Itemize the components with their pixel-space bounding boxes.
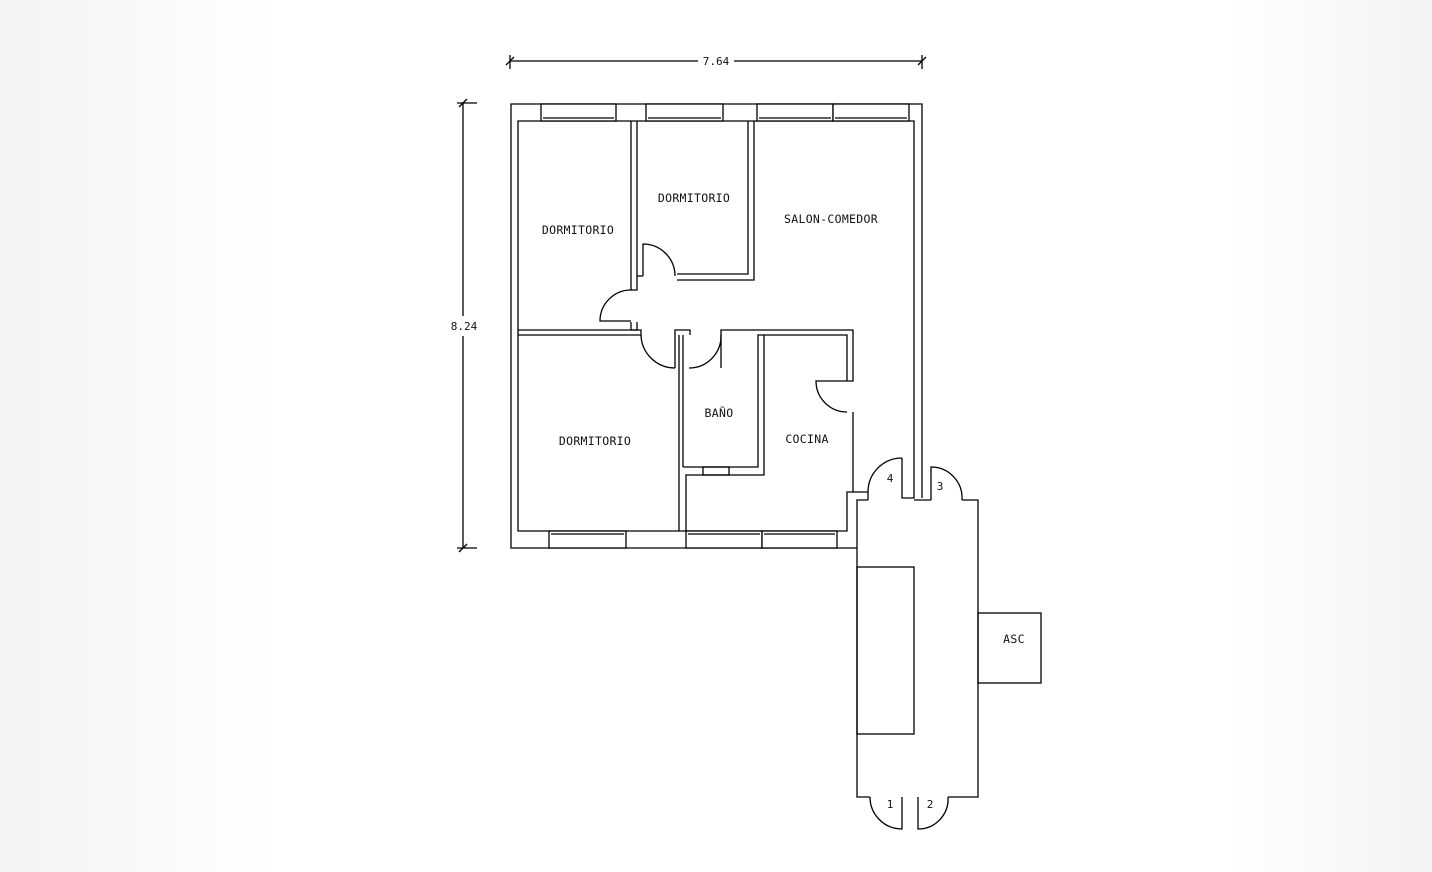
landing — [856, 499, 1042, 798]
elevator — [977, 612, 1042, 684]
width-dimension: 7.64 — [505, 55, 927, 69]
door-number-4: 4 — [887, 472, 894, 485]
exterior-walls — [510, 103, 923, 549]
door-number-1: 1 — [887, 798, 894, 811]
room-label-cocina: COCINA — [785, 432, 828, 446]
room-label-dormitorio-1: DORMITORIO — [542, 223, 614, 237]
stairs — [856, 566, 915, 735]
room-label-bano: BAÑO — [705, 405, 734, 420]
width-label: 7.64 — [703, 55, 730, 68]
room-label-dormitorio-3: DORMITORIO — [559, 434, 631, 448]
doors — [599, 243, 963, 830]
room-label-salon-comedor: SALON-COMEDOR — [784, 212, 878, 226]
windows — [540, 103, 910, 549]
height-dimension: 8.24 — [451, 98, 478, 553]
interior-walls — [518, 121, 915, 531]
room-label-asc: ASC — [1003, 632, 1025, 646]
room-label-dormitorio-2: DORMITORIO — [658, 191, 730, 205]
door-number-3: 3 — [937, 480, 944, 493]
door-number-2: 2 — [927, 798, 934, 811]
height-label: 8.24 — [451, 320, 478, 333]
